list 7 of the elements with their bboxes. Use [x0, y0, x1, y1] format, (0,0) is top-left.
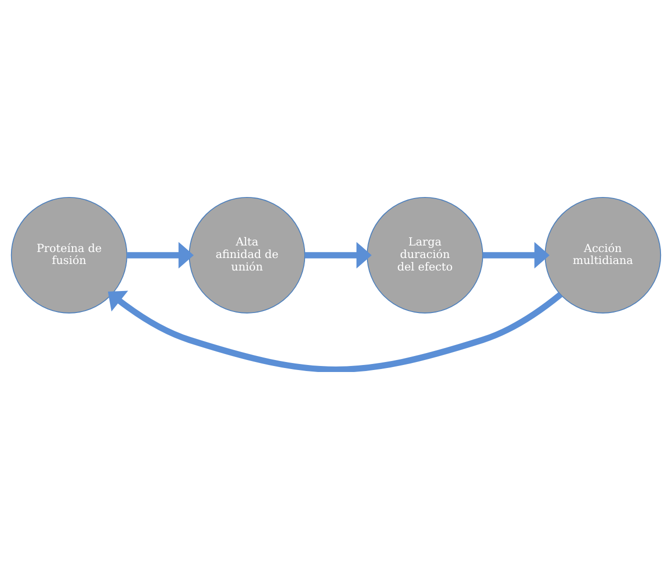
node-circle: Alta afinidad de unión [188, 197, 306, 314]
arrow [127, 242, 194, 269]
arrow [108, 290, 562, 372]
arrow [305, 242, 372, 269]
node-circle: Acción multidiana [544, 197, 662, 314]
node-circle: Larga duración del efecto [366, 197, 484, 314]
arrow [482, 242, 550, 269]
